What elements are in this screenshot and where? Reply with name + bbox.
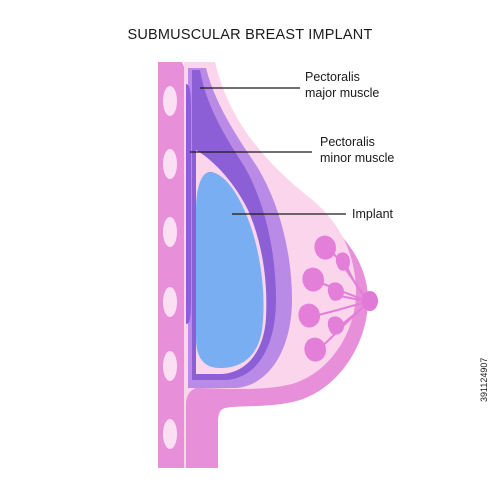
label-implant: Implant	[352, 207, 394, 221]
diagram-title: SUBMUSCULAR BREAST IMPLANT	[127, 27, 372, 43]
rib-oval	[163, 419, 177, 449]
rib-oval	[163, 149, 177, 179]
label-pectoralis-major-line1: Pectoralis	[305, 70, 360, 84]
mammary-glands	[298, 235, 369, 362]
rib-oval	[163, 351, 177, 381]
rib-ovals	[163, 86, 177, 449]
gland-lobule	[314, 235, 336, 260]
label-pectoralis-minor-line2: minor muscle	[320, 151, 394, 165]
label-pectoralis-major-line2: major muscle	[305, 86, 379, 100]
gland-lobule	[298, 303, 320, 328]
implant	[196, 171, 264, 368]
rib-oval	[163, 287, 177, 317]
leader-lines	[190, 87, 346, 215]
rib-oval	[163, 217, 177, 247]
nipple	[362, 291, 378, 311]
label-pectoralis-minor-line1: Pectoralis	[320, 135, 375, 149]
gland-lobule	[304, 337, 326, 362]
gland-lobule	[302, 267, 324, 292]
rib-side-strip	[186, 84, 191, 324]
watermark-id: 391124907	[479, 358, 489, 402]
rib-oval	[163, 86, 177, 116]
